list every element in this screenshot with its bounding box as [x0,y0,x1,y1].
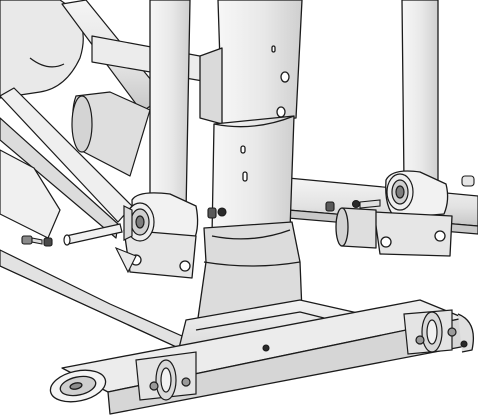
rear-wheel-bolt [415,335,425,345]
right-pivot-bracket [373,211,453,257]
right-axle-inner [395,185,405,199]
axle-pin [63,223,123,246]
front-wheel-bolt-2 [181,377,191,387]
left-bracket-hole-b [179,260,191,272]
center-upright [197,0,303,319]
upright-lower-tube [211,115,295,237]
left-upright-tube [149,0,191,215]
axle-pin-end [63,234,71,246]
left-axle-washer [123,205,133,241]
front-wheel-assembly [135,351,197,401]
rear-frame [0,0,233,357]
frame-cylinder-end [71,95,93,153]
hex-bolt-icon [262,344,270,352]
left-bracket-detail [114,246,137,274]
axle-pin-shaft [65,223,123,245]
right-bracket-hole-a [380,236,392,248]
hex-bolt-icon [207,207,227,219]
hex-bolt-icon [351,199,381,209]
upright-slot-3 [271,45,276,53]
front-wheel-inner [160,367,172,393]
upright-upper-tube [217,0,303,125]
upright-collar [199,47,223,125]
hex-bolt-icon [460,340,468,348]
main-diagonal-beam-lower [0,117,119,239]
left-axle-inner [135,215,145,229]
rear-wheel-bolt-2 [447,327,457,337]
upright-band [213,115,295,128]
hex-bolt-icon [325,201,335,212]
left-lower-plate [0,149,61,239]
frame-housing-cutout [29,57,65,68]
rear-wheel-inner [426,319,438,345]
right-pivot-axle [386,173,414,211]
bolts [21,175,475,352]
upright-slot-1 [240,145,246,154]
rear-wheel-assembly [403,309,457,355]
right-bracket-hole-b [434,230,446,242]
upright-boot-rim2 [211,229,291,240]
left-pivot-axle [123,202,155,242]
upright-slot-2 [242,171,248,182]
front-wheel-bolt [149,381,159,391]
left-bottom-rail-edge [0,265,197,357]
upright-boot-rim [203,261,301,267]
stabilizer-end-cap-center [69,382,83,390]
upright-hole-2 [276,106,286,118]
right-stub-end [335,207,349,247]
hex-bolt-icon [43,237,53,247]
hex-bolt-icon [21,235,43,245]
right-upright [335,0,453,257]
hex-bolt-icon [461,175,475,187]
right-upright-tube [401,0,439,183]
upright-hole-1 [280,71,290,83]
